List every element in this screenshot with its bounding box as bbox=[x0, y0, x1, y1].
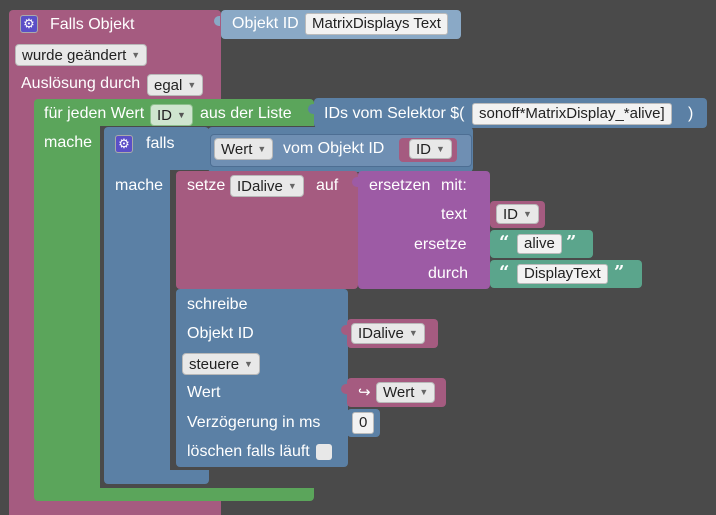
connector-notch bbox=[214, 16, 220, 26]
write-mode-dropdown[interactable]: steuere ▼ bbox=[182, 353, 260, 375]
chevron-down-icon: ▼ bbox=[177, 110, 186, 120]
replace-block[interactable] bbox=[358, 171, 490, 289]
chevron-down-icon: ▼ bbox=[523, 209, 532, 219]
set-variable-value: IDalive bbox=[237, 178, 283, 195]
loop-prefix: für jeden Wert bbox=[44, 105, 145, 122]
gear-icon[interactable]: ⚙ bbox=[20, 15, 38, 33]
chevron-down-icon: ▼ bbox=[436, 144, 445, 154]
write-value-value: Wert bbox=[383, 384, 415, 401]
selector-suffix: ) bbox=[688, 105, 694, 122]
condition-variable-value: ID bbox=[416, 141, 431, 158]
return-arrow-icon: ↪ bbox=[358, 384, 371, 401]
condition-property-value: Wert bbox=[221, 141, 253, 158]
object-id-field[interactable]: MatrixDisplays Text bbox=[305, 13, 448, 35]
write-block[interactable] bbox=[176, 289, 348, 467]
write-object-id-label: Objekt ID bbox=[187, 325, 254, 342]
connector-notch bbox=[341, 384, 347, 394]
replace-with-label: mit: bbox=[441, 177, 467, 194]
trigger-by-label: Auslösung durch bbox=[21, 75, 141, 92]
trigger-by-dropdown[interactable]: egal ▼ bbox=[147, 74, 204, 96]
if-label: falls bbox=[146, 135, 175, 152]
loop-do-label: mache bbox=[44, 134, 93, 151]
clear-checkbox[interactable] bbox=[316, 444, 332, 460]
selector-field[interactable]: sonoff*MatrixDisplay_*alive] bbox=[472, 103, 672, 125]
trigger-by-value: egal bbox=[154, 77, 183, 94]
text-variable-value: ID bbox=[503, 206, 518, 223]
replace-text-label: text bbox=[441, 206, 467, 223]
set-variable-dropdown[interactable]: IDalive ▼ bbox=[230, 175, 304, 197]
object-id-label: Objekt ID bbox=[232, 15, 299, 32]
text-variable-dropdown[interactable]: ID ▼ bbox=[496, 204, 539, 224]
connector-notch bbox=[352, 177, 358, 187]
trigger-change-value: wurde geändert bbox=[22, 47, 127, 64]
loop-middle: aus der Liste bbox=[200, 105, 292, 122]
set-to-label: auf bbox=[316, 177, 339, 194]
replace-replace-label: ersetze bbox=[414, 236, 467, 253]
write-mode-value: steuere bbox=[189, 356, 240, 373]
selector-prefix: IDs vom Selektor $( bbox=[324, 105, 465, 122]
write-delay-label: Verzögerung in ms bbox=[187, 414, 321, 431]
open-quote-icon: “ bbox=[499, 262, 510, 283]
by-string-field[interactable]: DisplayText bbox=[517, 264, 608, 284]
write-object-id-dropdown[interactable]: IDalive ▼ bbox=[351, 323, 425, 344]
write-clear-label: löschen falls läuft bbox=[187, 443, 310, 460]
replace-label: ersetzen bbox=[369, 177, 431, 194]
condition-variable-dropdown[interactable]: ID ▼ bbox=[409, 139, 452, 159]
loop-variable-dropdown[interactable]: ID ▼ bbox=[150, 104, 193, 126]
chevron-down-icon: ▼ bbox=[244, 359, 253, 369]
chevron-down-icon: ▼ bbox=[131, 50, 141, 60]
write-value-dropdown[interactable]: Wert ▼ bbox=[376, 382, 436, 403]
condition-of-object-label: vom Objekt ID bbox=[283, 140, 385, 157]
condition-property-dropdown[interactable]: Wert ▼ bbox=[214, 138, 274, 160]
write-value-label: Wert bbox=[187, 384, 221, 401]
chevron-down-icon: ▼ bbox=[419, 387, 429, 397]
if-do-label: mache bbox=[115, 177, 164, 194]
write-object-id-value: IDalive bbox=[358, 325, 404, 342]
write-label: schreibe bbox=[187, 296, 248, 313]
set-label: setze bbox=[187, 177, 226, 194]
delay-number-field[interactable]: 0 bbox=[352, 412, 375, 434]
trigger-title: Falls Objekt bbox=[50, 16, 135, 33]
connector-notch bbox=[308, 104, 314, 114]
loop-variable-value: ID bbox=[157, 107, 172, 124]
chevron-down-icon: ▼ bbox=[287, 181, 297, 191]
replace-by-label: durch bbox=[428, 265, 469, 282]
chevron-down-icon: ▼ bbox=[257, 144, 267, 154]
connector-notch bbox=[341, 325, 347, 335]
chevron-down-icon: ▼ bbox=[187, 80, 197, 90]
replace-string-field[interactable]: alive bbox=[517, 234, 562, 254]
close-quote-icon: ” bbox=[614, 262, 625, 283]
chevron-down-icon: ▼ bbox=[408, 328, 418, 338]
close-quote-icon: ” bbox=[566, 232, 577, 253]
gear-icon[interactable]: ⚙ bbox=[115, 135, 133, 153]
trigger-change-dropdown[interactable]: wurde geändert ▼ bbox=[15, 44, 148, 66]
open-quote-icon: “ bbox=[499, 232, 510, 253]
